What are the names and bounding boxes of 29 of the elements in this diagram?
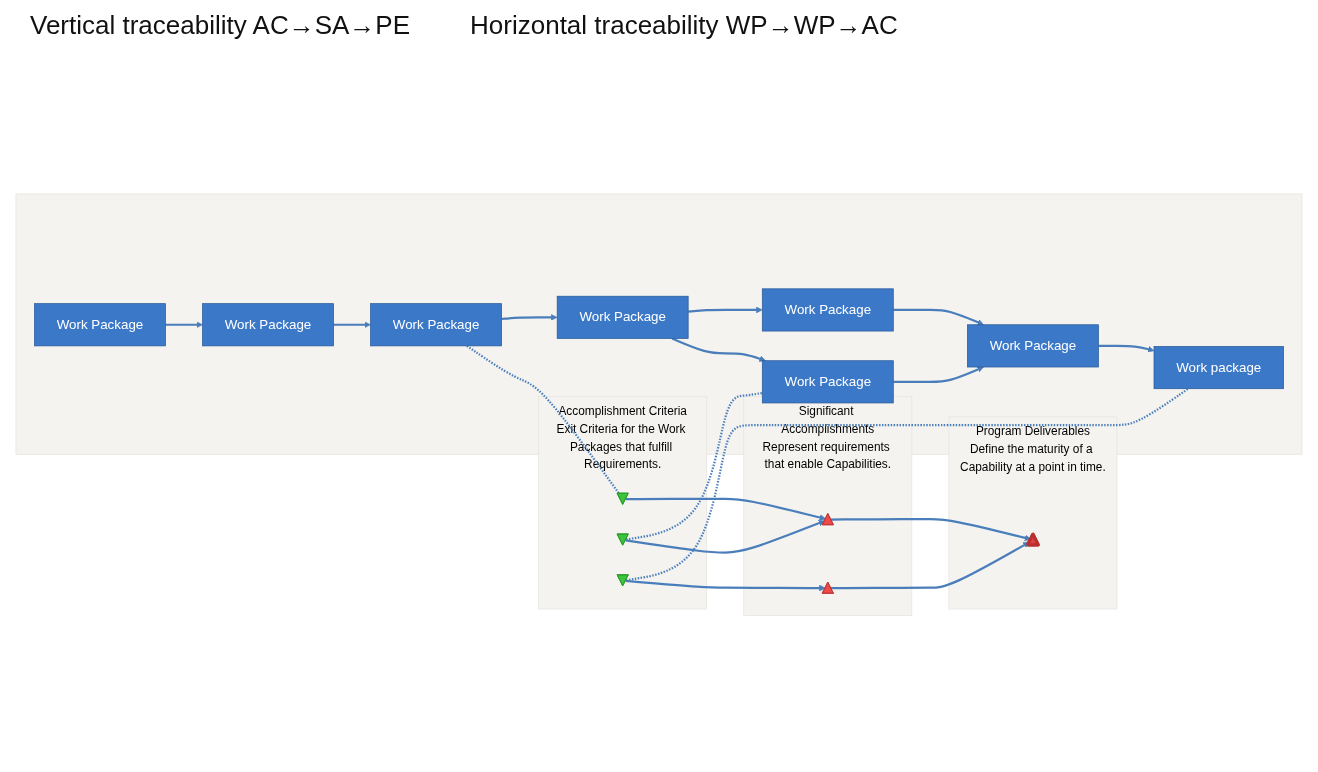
arrow xyxy=(501,313,558,321)
node-box: Work Package xyxy=(967,324,1099,368)
node-box: Work Package xyxy=(761,360,894,404)
arrow xyxy=(625,519,825,554)
cluster xyxy=(15,193,1303,455)
arrow xyxy=(625,579,826,592)
arrow xyxy=(1098,344,1155,353)
node-box: Work Package xyxy=(202,303,334,346)
arrow xyxy=(830,541,1030,589)
node-box: Work Package xyxy=(556,295,689,339)
node-box: Work package xyxy=(1153,345,1284,389)
node-box: Work Package xyxy=(34,303,166,346)
arrow xyxy=(333,321,371,328)
arrow xyxy=(893,308,984,326)
node-box: Work Package xyxy=(370,303,502,346)
arrow xyxy=(830,517,1032,541)
cluster: Program Deliverables Define the maturity of a Capability at a point in time. xyxy=(948,416,1118,610)
cluster: Significant Accomplishments Represent requirements that enable Capabilities. xyxy=(743,395,913,616)
connector xyxy=(466,344,620,494)
bullet-text: Horizontal traceability WP→WP→AC xyxy=(470,10,898,41)
connector xyxy=(625,387,1189,582)
node-box: Work Package xyxy=(761,288,894,332)
arrow xyxy=(671,337,766,362)
arrow xyxy=(625,497,826,521)
arrow xyxy=(688,306,763,313)
bullet-text: Vertical traceability AC→SA→PE xyxy=(30,10,411,41)
arrow xyxy=(893,366,984,383)
arrow xyxy=(165,321,203,328)
cluster: Accomplishment Criteria Exit Criteria for the Work Packages that fulfill Requirements. xyxy=(538,395,708,610)
